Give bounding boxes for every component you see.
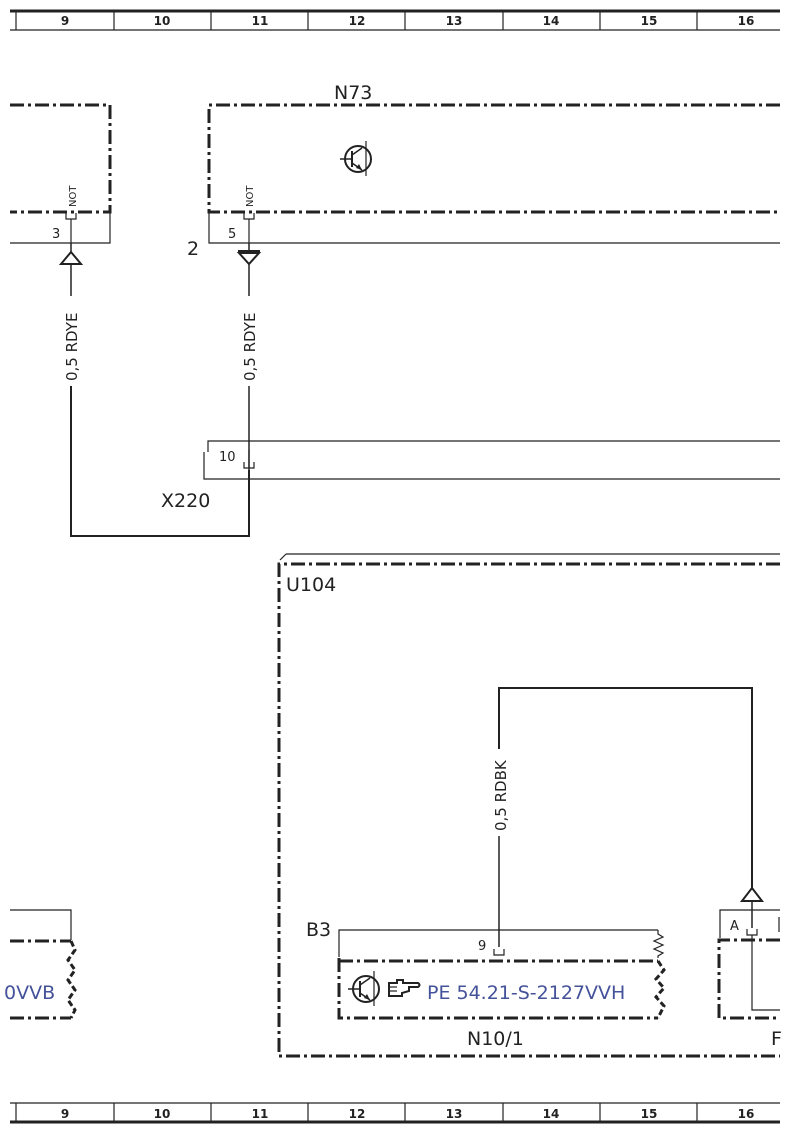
n10-reference-link[interactable]: PE 54.21-S-2127VVH bbox=[427, 982, 625, 1004]
grid-col-12-bottom: 12 bbox=[349, 1107, 366, 1121]
right-pin-label: A bbox=[730, 919, 739, 934]
u104-wire: 0,5 RDBK bbox=[492, 687, 765, 947]
grid-col-13-bottom: 13 bbox=[446, 1107, 463, 1121]
grid-col-11-bottom: 11 bbox=[252, 1107, 269, 1121]
n73-component: N73 2 5 NOT bbox=[187, 82, 780, 260]
n73-wire: 0,5 RDYE bbox=[236, 243, 262, 470]
right-pin-socket bbox=[746, 929, 758, 936]
grid-col-10-bottom: 10 bbox=[154, 1107, 171, 1121]
left-partial-component: 3 NOT bbox=[10, 103, 112, 244]
u104-label: U104 bbox=[286, 574, 336, 596]
u104-component: U104 bbox=[277, 553, 780, 1058]
n73-down-arrow bbox=[236, 252, 262, 266]
grid-col-9: 9 bbox=[61, 14, 69, 28]
grid-col-14: 14 bbox=[543, 14, 560, 28]
n10-jagged-edge bbox=[653, 960, 667, 1019]
n10-component: B3 9 PE 54.21-S-2127VVH N10/1 bbox=[306, 919, 667, 1050]
n73-pin-number: 5 bbox=[228, 227, 236, 242]
right-up-arrow bbox=[739, 886, 765, 902]
left-pin-socket bbox=[65, 213, 77, 220]
n10-resistor-zigzag bbox=[652, 930, 665, 958]
n10-pin-number: 9 bbox=[478, 939, 486, 954]
n73-wire-label: 0,5 RDYE bbox=[241, 313, 259, 381]
grid-col-12: 12 bbox=[349, 14, 366, 28]
grid-col-15-bottom: 15 bbox=[641, 1107, 658, 1121]
left-reference-link[interactable]: 0VVB bbox=[4, 982, 55, 1004]
left-pin-number: 3 bbox=[52, 227, 60, 242]
transistor-icon bbox=[348, 971, 380, 1006]
grid-col-13: 13 bbox=[446, 14, 463, 28]
transistor-icon bbox=[340, 141, 372, 176]
right-partial-component: A F bbox=[717, 909, 782, 1050]
pointing-hand-icon bbox=[388, 979, 421, 997]
n10-pin-socket bbox=[493, 949, 505, 956]
left-up-arrow bbox=[58, 250, 84, 265]
u104-wire-label: 0,5 RDBK bbox=[492, 759, 510, 831]
grid-col-10: 10 bbox=[154, 14, 171, 28]
n10-1-label: N10/1 bbox=[467, 1028, 524, 1050]
x220-label: X220 bbox=[161, 490, 210, 512]
left-jagged-edge bbox=[66, 940, 77, 1019]
left-not-label: NOT bbox=[68, 185, 79, 207]
top-grid-bar: 9 10 11 12 13 14 15 16 bbox=[10, 9, 780, 31]
left-bottom-partial-component: 0VVB bbox=[4, 909, 77, 1020]
b3-label: B3 bbox=[306, 919, 331, 941]
n73-pin-socket bbox=[243, 213, 255, 220]
connector-2-label: 2 bbox=[187, 238, 199, 260]
x220-pin-number: 10 bbox=[219, 450, 236, 465]
grid-col-16: 16 bbox=[738, 14, 755, 28]
n73-not-label: NOT bbox=[245, 185, 256, 207]
left-wire-label: 0,5 RDYE bbox=[63, 313, 81, 381]
grid-col-9-bottom: 9 bbox=[61, 1107, 69, 1121]
n73-label: N73 bbox=[334, 82, 372, 104]
left-wire: 0,5 RDYE bbox=[58, 243, 250, 537]
right-partial-label: F bbox=[771, 1028, 782, 1050]
grid-col-11: 11 bbox=[252, 14, 269, 28]
grid-col-14-bottom: 14 bbox=[543, 1107, 560, 1121]
grid-col-16-bottom: 16 bbox=[738, 1107, 755, 1121]
grid-col-15: 15 bbox=[641, 14, 658, 28]
x220-component: 10 X220 bbox=[161, 440, 780, 512]
bottom-grid-bar: 9 10 11 12 13 14 15 16 bbox=[10, 1102, 780, 1124]
